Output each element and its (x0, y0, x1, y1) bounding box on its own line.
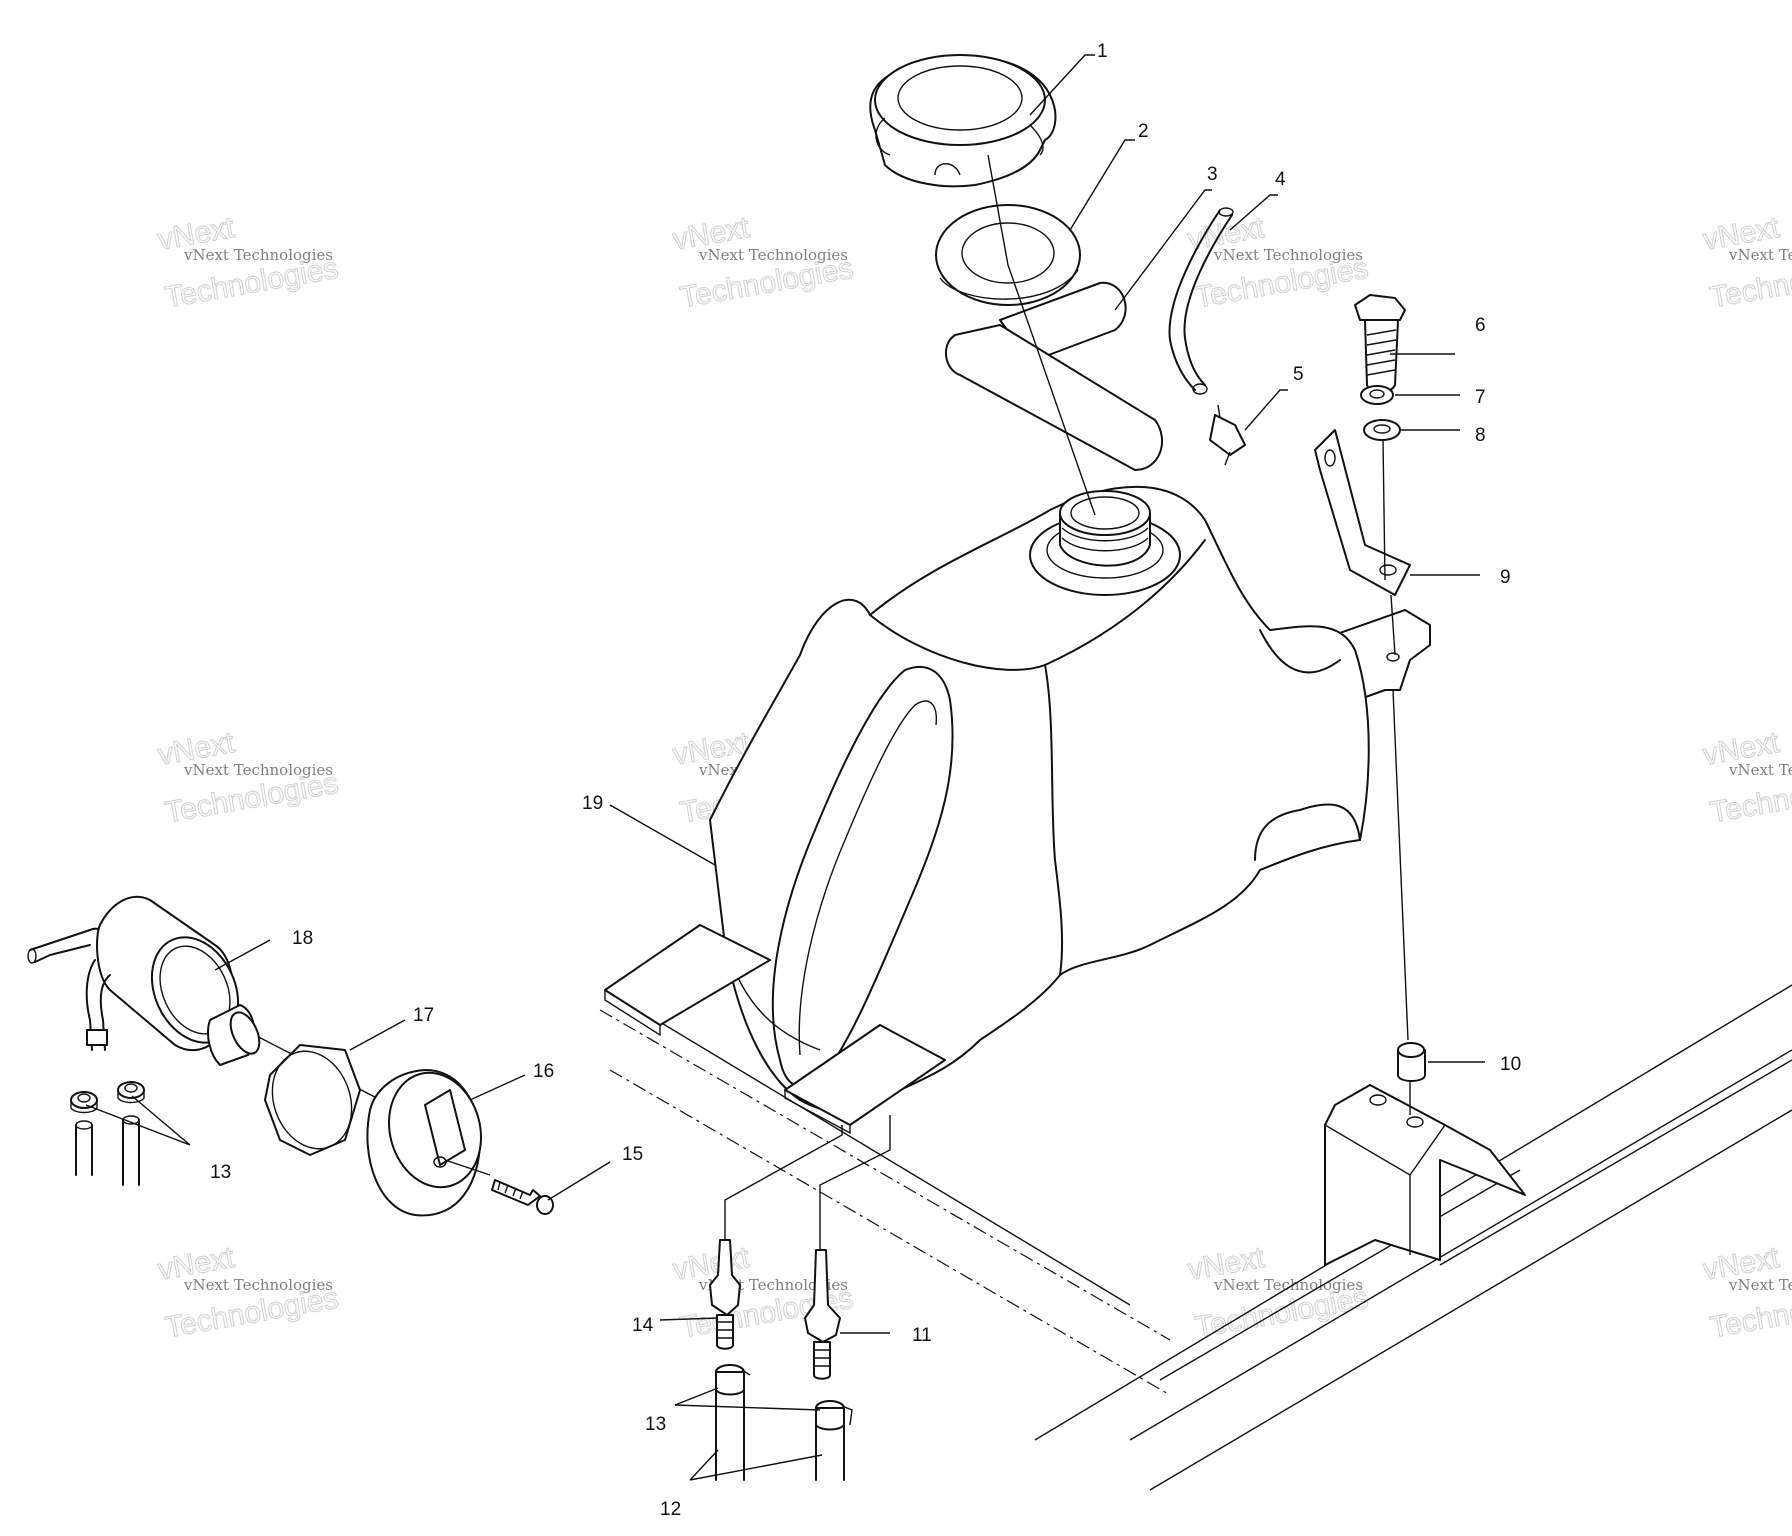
callout-2: 2 (1138, 121, 1149, 142)
filter-clamp-right (117, 1081, 145, 1104)
leader-13a (85, 1095, 191, 1146)
callout-5: 5 (1293, 364, 1304, 385)
callout-3: 3 (1207, 164, 1218, 185)
hex-nut (264, 1044, 361, 1156)
callout-13-filter: 13 (210, 1162, 231, 1183)
frame-rail-main-lower (1149, 1109, 1792, 1491)
frame-rail-inner (1159, 1169, 1521, 1381)
fuel-tank (709, 485, 1370, 1113)
callout-11: 11 (912, 1325, 932, 1346)
petcock-fitting-14 (709, 1239, 741, 1350)
leader-2 (1069, 139, 1135, 231)
filter-mount (366, 1069, 482, 1217)
washer-8 (1363, 419, 1401, 441)
frame-rail-main-mid (1129, 1049, 1792, 1441)
washer-7 (1360, 385, 1394, 405)
callout-7: 7 (1475, 387, 1486, 408)
leader-16 (469, 1074, 526, 1101)
watermark-tile: vNext vNext Technologies Technologies (1700, 210, 1792, 315)
callout-13-lines: 13 (645, 1414, 666, 1435)
watermark-tile: vNext vNext Technologies Technologies (1700, 725, 1792, 830)
leader-13b (674, 1387, 821, 1411)
vent-fitting (1209, 404, 1246, 466)
leader-5 (1244, 389, 1288, 431)
watermark-small: vNext Technologies (1213, 1276, 1363, 1294)
leader-4 (1229, 194, 1278, 231)
watermark-small: vNext Technologies (183, 1276, 333, 1294)
leader-lines (85, 54, 1485, 1481)
spacer (1397, 1042, 1426, 1082)
strap-bracket (1314, 429, 1411, 596)
callout-14: 14 (632, 1315, 654, 1336)
callout-16: 16 (533, 1061, 554, 1082)
tank-foot-pad-left (604, 924, 771, 1037)
vent-hose (1168, 207, 1234, 395)
frame-rail-inner-right (1439, 1059, 1792, 1266)
callout-9: 9 (1500, 567, 1511, 588)
fuel-filter (27, 895, 261, 1066)
leader-18 (214, 939, 271, 971)
frame-mount-bracket (1324, 1084, 1526, 1266)
leader-17 (349, 1019, 406, 1051)
filter-hose-stubs (75, 1115, 140, 1186)
watermark-tile: vNext vNext Technologies Technologies (670, 210, 856, 315)
watermark-small: vNext Technologies (1728, 246, 1792, 264)
foam-strip (945, 281, 1164, 471)
fuel-cap (869, 54, 1057, 188)
watermark-small: vNext Technologies (183, 246, 333, 264)
callout-8: 8 (1475, 425, 1486, 446)
watermark-small: vNext Technologies (1213, 246, 1363, 264)
watermark-small: vNext Technologies (698, 246, 848, 264)
cap-gasket (935, 204, 1081, 306)
watermark-tile: vNext vNext Technologies Technologies (1700, 1240, 1792, 1345)
fitting-lines (724, 1115, 891, 1250)
watermark-tile: vNext vNext Technologies Technologies (155, 1240, 341, 1345)
frame-rail-edge (639, 1009, 1131, 1306)
watermark-tile: vNext vNext Technologies Technologies (155, 210, 341, 315)
fuel-line-right (815, 1400, 853, 1481)
callout-18: 18 (292, 928, 313, 949)
petcock-fitting-11 (804, 1249, 841, 1380)
fuel-line-left (715, 1364, 751, 1481)
callout-12: 12 (660, 1499, 681, 1520)
tank-foot-pad-right (784, 1024, 946, 1135)
callout-10: 10 (1500, 1054, 1521, 1075)
leader-19 (609, 804, 716, 866)
callout-4: 4 (1275, 169, 1286, 190)
watermark-small: vNext Technologies (183, 761, 333, 779)
screw (444, 1159, 554, 1215)
filter-clamp-left (70, 1091, 98, 1114)
frame-centerline-upper (599, 1009, 1171, 1341)
watermark-tile: vNext vNext Technologies Technologies (1185, 210, 1371, 315)
callout-1: 1 (1097, 41, 1108, 62)
leader-3 (1114, 189, 1212, 311)
callout-6: 6 (1475, 315, 1486, 336)
watermark-small: vNext Technologies (1728, 1276, 1792, 1294)
leader-1 (1029, 54, 1095, 116)
watermark-tile: vNext vNext Technologies Technologies (155, 725, 341, 830)
callout-17: 17 (413, 1005, 434, 1026)
leader-12 (689, 1449, 823, 1481)
watermark-small: vNext Technologies (1728, 761, 1792, 779)
mounting-bolt (1354, 294, 1406, 394)
leader-14 (659, 1317, 719, 1321)
callout-19: 19 (582, 793, 603, 814)
leader-15 (547, 1161, 611, 1201)
callout-15: 15 (622, 1144, 643, 1165)
callout-labels: 1 2 3 4 5 6 7 8 9 10 11 12 13 13 14 15 1… (210, 41, 1521, 1520)
